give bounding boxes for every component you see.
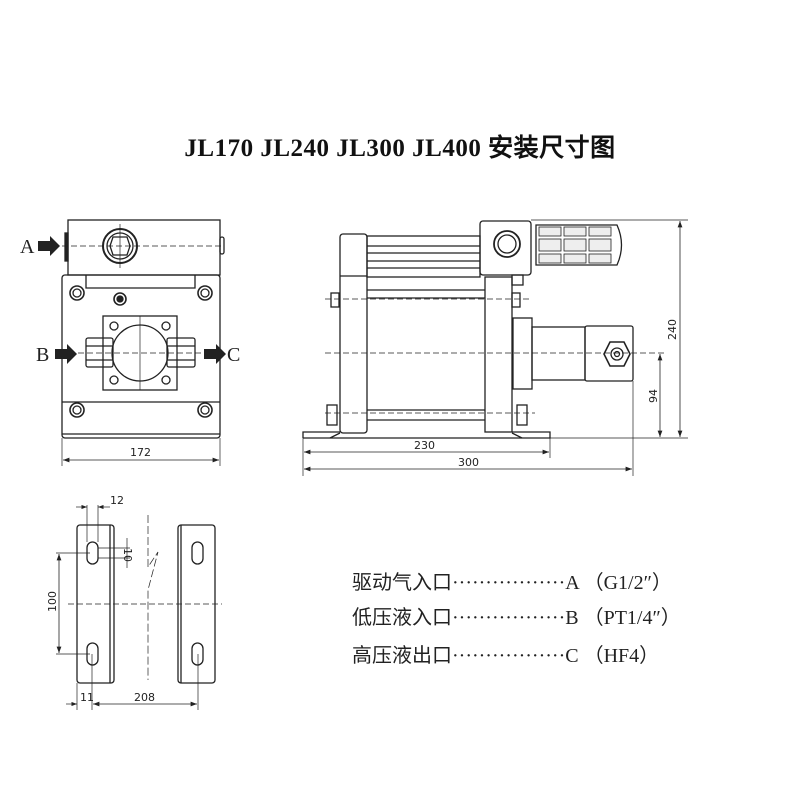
slot-length-dimension: 10: [121, 548, 134, 562]
bracket-spacing-dimension: 208: [134, 691, 155, 704]
legend-spec: （G1/2″）: [583, 572, 672, 594]
height-dimension-240: 240: [666, 319, 679, 340]
legend-name: 高压液出口: [352, 645, 452, 667]
legend-dots: ·················: [452, 572, 566, 594]
legend-name: 低压液入口: [352, 607, 452, 629]
port-b-label: B: [36, 344, 49, 366]
height-dimension-94: 94: [647, 389, 660, 403]
legend-name: 驱动气入口: [352, 572, 452, 594]
legend-spec: （HF4）: [583, 645, 660, 667]
legend-dots: ·················: [452, 645, 566, 667]
slot-width-dimension: 12: [110, 494, 124, 507]
muffler: [535, 224, 623, 266]
hole-spacing-dimension: 100: [46, 591, 59, 612]
edge-offset-dimension: 11: [80, 691, 94, 704]
legend-port: B: [565, 607, 579, 629]
arrow-icon: [38, 236, 226, 364]
bolt-icon: [69, 285, 213, 418]
legend-spec: （PT1/4″）: [583, 607, 681, 629]
side-view: 240 94 230 300: [302, 219, 688, 476]
legend-item-a: 驱动气入口·················A （G1/2″）: [352, 566, 672, 595]
legend-port: A: [565, 572, 579, 594]
legend-item-b: 低压液入口·················B （PT1/4″）: [352, 601, 681, 630]
drawing-title: JL170 JL240 JL300 JL400 安装尺寸图: [184, 135, 616, 162]
width-dimension: 172: [130, 446, 151, 459]
legend-port: C: [565, 645, 579, 667]
bracket-view: 12 10 100 11 208: [46, 494, 222, 710]
legend-dots: ·················: [452, 607, 566, 629]
port-c-label: C: [227, 344, 240, 366]
port-a-label: A: [20, 236, 35, 258]
legend-item-c: 高压液出口·················C （HF4）: [352, 639, 659, 668]
length-dimension-230: 230: [414, 439, 435, 452]
length-dimension-300: 300: [458, 456, 479, 469]
front-view: A B C 172: [20, 219, 240, 466]
